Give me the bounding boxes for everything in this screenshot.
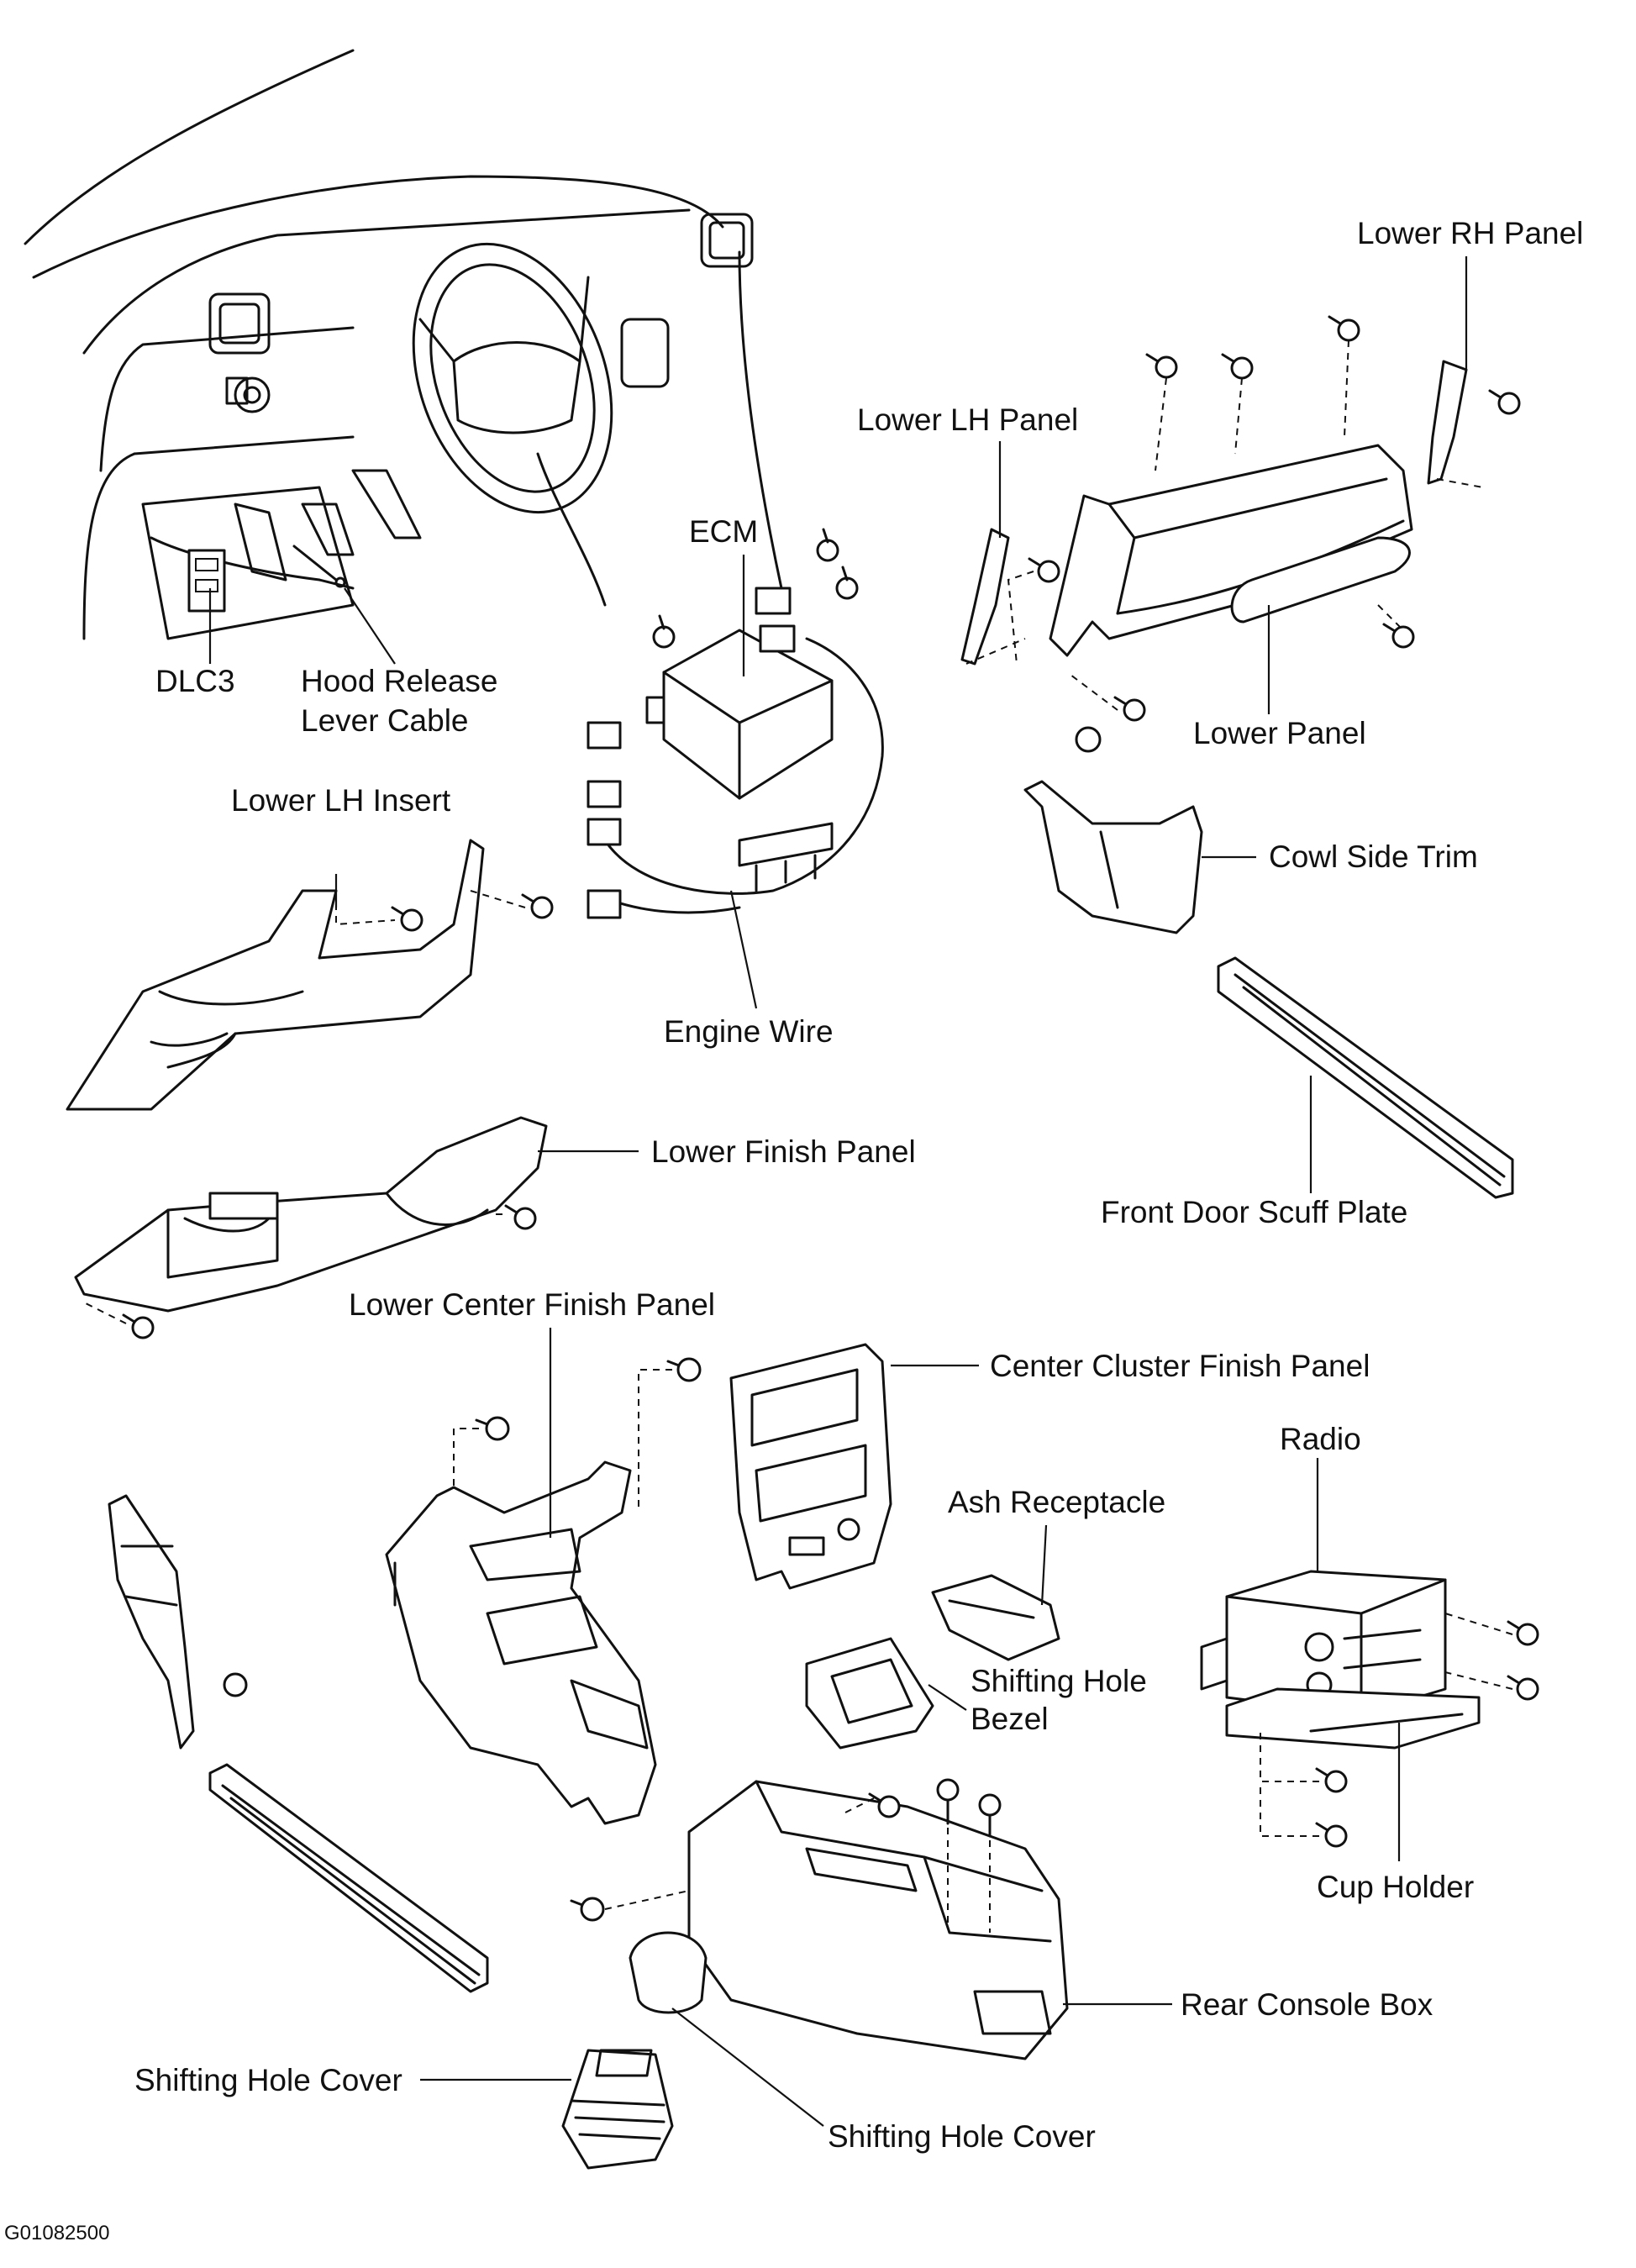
bolt-icon (936, 1778, 960, 1825)
label-hood-release-line1: Hood Release (301, 664, 497, 698)
label-radio: Radio (1280, 1422, 1361, 1456)
bolt-icon (868, 1792, 901, 1818)
label-shifting-hole-bezel-line1: Shifting Hole (971, 1664, 1147, 1698)
rear-console-box-part (687, 1780, 1069, 2060)
bolt-icon (521, 893, 554, 919)
radio-part (1200, 1570, 1447, 1716)
ecm-assembly (587, 587, 884, 919)
shifting-hole-cover-boot-part (561, 2049, 674, 2170)
label-lower-finish-panel: Lower Finish Panel (651, 1134, 916, 1169)
lower-lh-insert-part (66, 839, 485, 1111)
label-cup-holder: Cup Holder (1317, 1870, 1474, 1904)
front-door-scuff-plate-part (1217, 956, 1514, 1199)
label-lower-rh-panel: Lower RH Panel (1357, 216, 1583, 250)
lower-center-finish-panel-part (385, 1460, 657, 1825)
bolt-icon (223, 1672, 248, 1697)
bolt-icon (1315, 1767, 1348, 1793)
lower-panel-assembly (960, 360, 1468, 666)
bolt-icon (1075, 726, 1102, 753)
bolt-icon (1382, 623, 1415, 649)
cowl-side-trim-part (1023, 780, 1203, 934)
bolt-icon (816, 528, 839, 562)
bolt-icon (978, 1793, 1002, 1838)
label-ash-receptacle: Ash Receptacle (948, 1485, 1165, 1519)
bolt-icon (122, 1313, 155, 1339)
bolt-icon (652, 614, 676, 649)
center-cluster-finish-panel-part (729, 1343, 892, 1590)
bolt-icon (504, 1204, 537, 1230)
label-dlc3: DLC3 (155, 664, 235, 698)
label-shifting-hole-cover-left: Shifting Hole Cover (134, 2063, 402, 2097)
bolt-icon (1488, 389, 1521, 415)
label-lower-lh-panel: Lower LH Panel (857, 403, 1078, 437)
left-scuff-plate-part (208, 1763, 489, 1993)
bolt-icon (666, 1357, 702, 1382)
bolt-icon (391, 906, 423, 932)
bolt-icon (570, 1897, 605, 1922)
leader-lines (208, 256, 1468, 2127)
figure-code: G01082500 (4, 2222, 109, 2244)
cup-holder-part (1225, 1687, 1481, 1750)
shifting-hole-cover-knob-part (629, 1931, 708, 2014)
bolt-icon (1315, 1822, 1348, 1848)
bolt-icon (1221, 353, 1254, 380)
label-lower-panel: Lower Panel (1193, 716, 1366, 750)
bolt-icon (1507, 1620, 1539, 1646)
bolt-icon (475, 1416, 510, 1441)
lower-finish-panel-part (74, 1116, 548, 1313)
label-shifting-hole-bezel-line2: Bezel (971, 1702, 1049, 1736)
bolt-icon (1507, 1675, 1539, 1701)
label-front-door-scuff-plate: Front Door Scuff Plate (1101, 1195, 1407, 1229)
label-ecm: ECM (689, 514, 758, 549)
label-rear-console-box: Rear Console Box (1181, 1987, 1433, 2022)
label-lower-center-finish-panel: Lower Center Finish Panel (349, 1287, 715, 1322)
ash-receptacle-part (931, 1574, 1060, 1661)
bolts (122, 315, 1539, 1922)
bolt-icon (1145, 353, 1178, 379)
shifting-hole-bezel-part (805, 1637, 934, 1750)
part-labels: Lower RH Panel Lower LH Panel ECM DLC3 H… (4, 216, 1583, 2244)
bolt-icon (1113, 696, 1146, 722)
bolt-icon (1328, 315, 1360, 342)
assembly-lines (83, 339, 1513, 1933)
label-lower-lh-insert: Lower LH Insert (231, 783, 451, 818)
bolt-icon (1028, 557, 1060, 583)
bolt-icon (835, 566, 859, 600)
label-cowl-side-trim: Cowl Side Trim (1269, 839, 1478, 874)
dashboard-illustration (24, 49, 783, 640)
label-center-cluster-finish-panel: Center Cluster Finish Panel (990, 1349, 1370, 1383)
label-engine-wire: Engine Wire (664, 1014, 834, 1049)
left-cowl-side-trim-part (108, 1494, 195, 1750)
label-shifting-hole-cover-right: Shifting Hole Cover (828, 2119, 1096, 2154)
label-hood-release-line2: Lever Cable (301, 703, 469, 738)
